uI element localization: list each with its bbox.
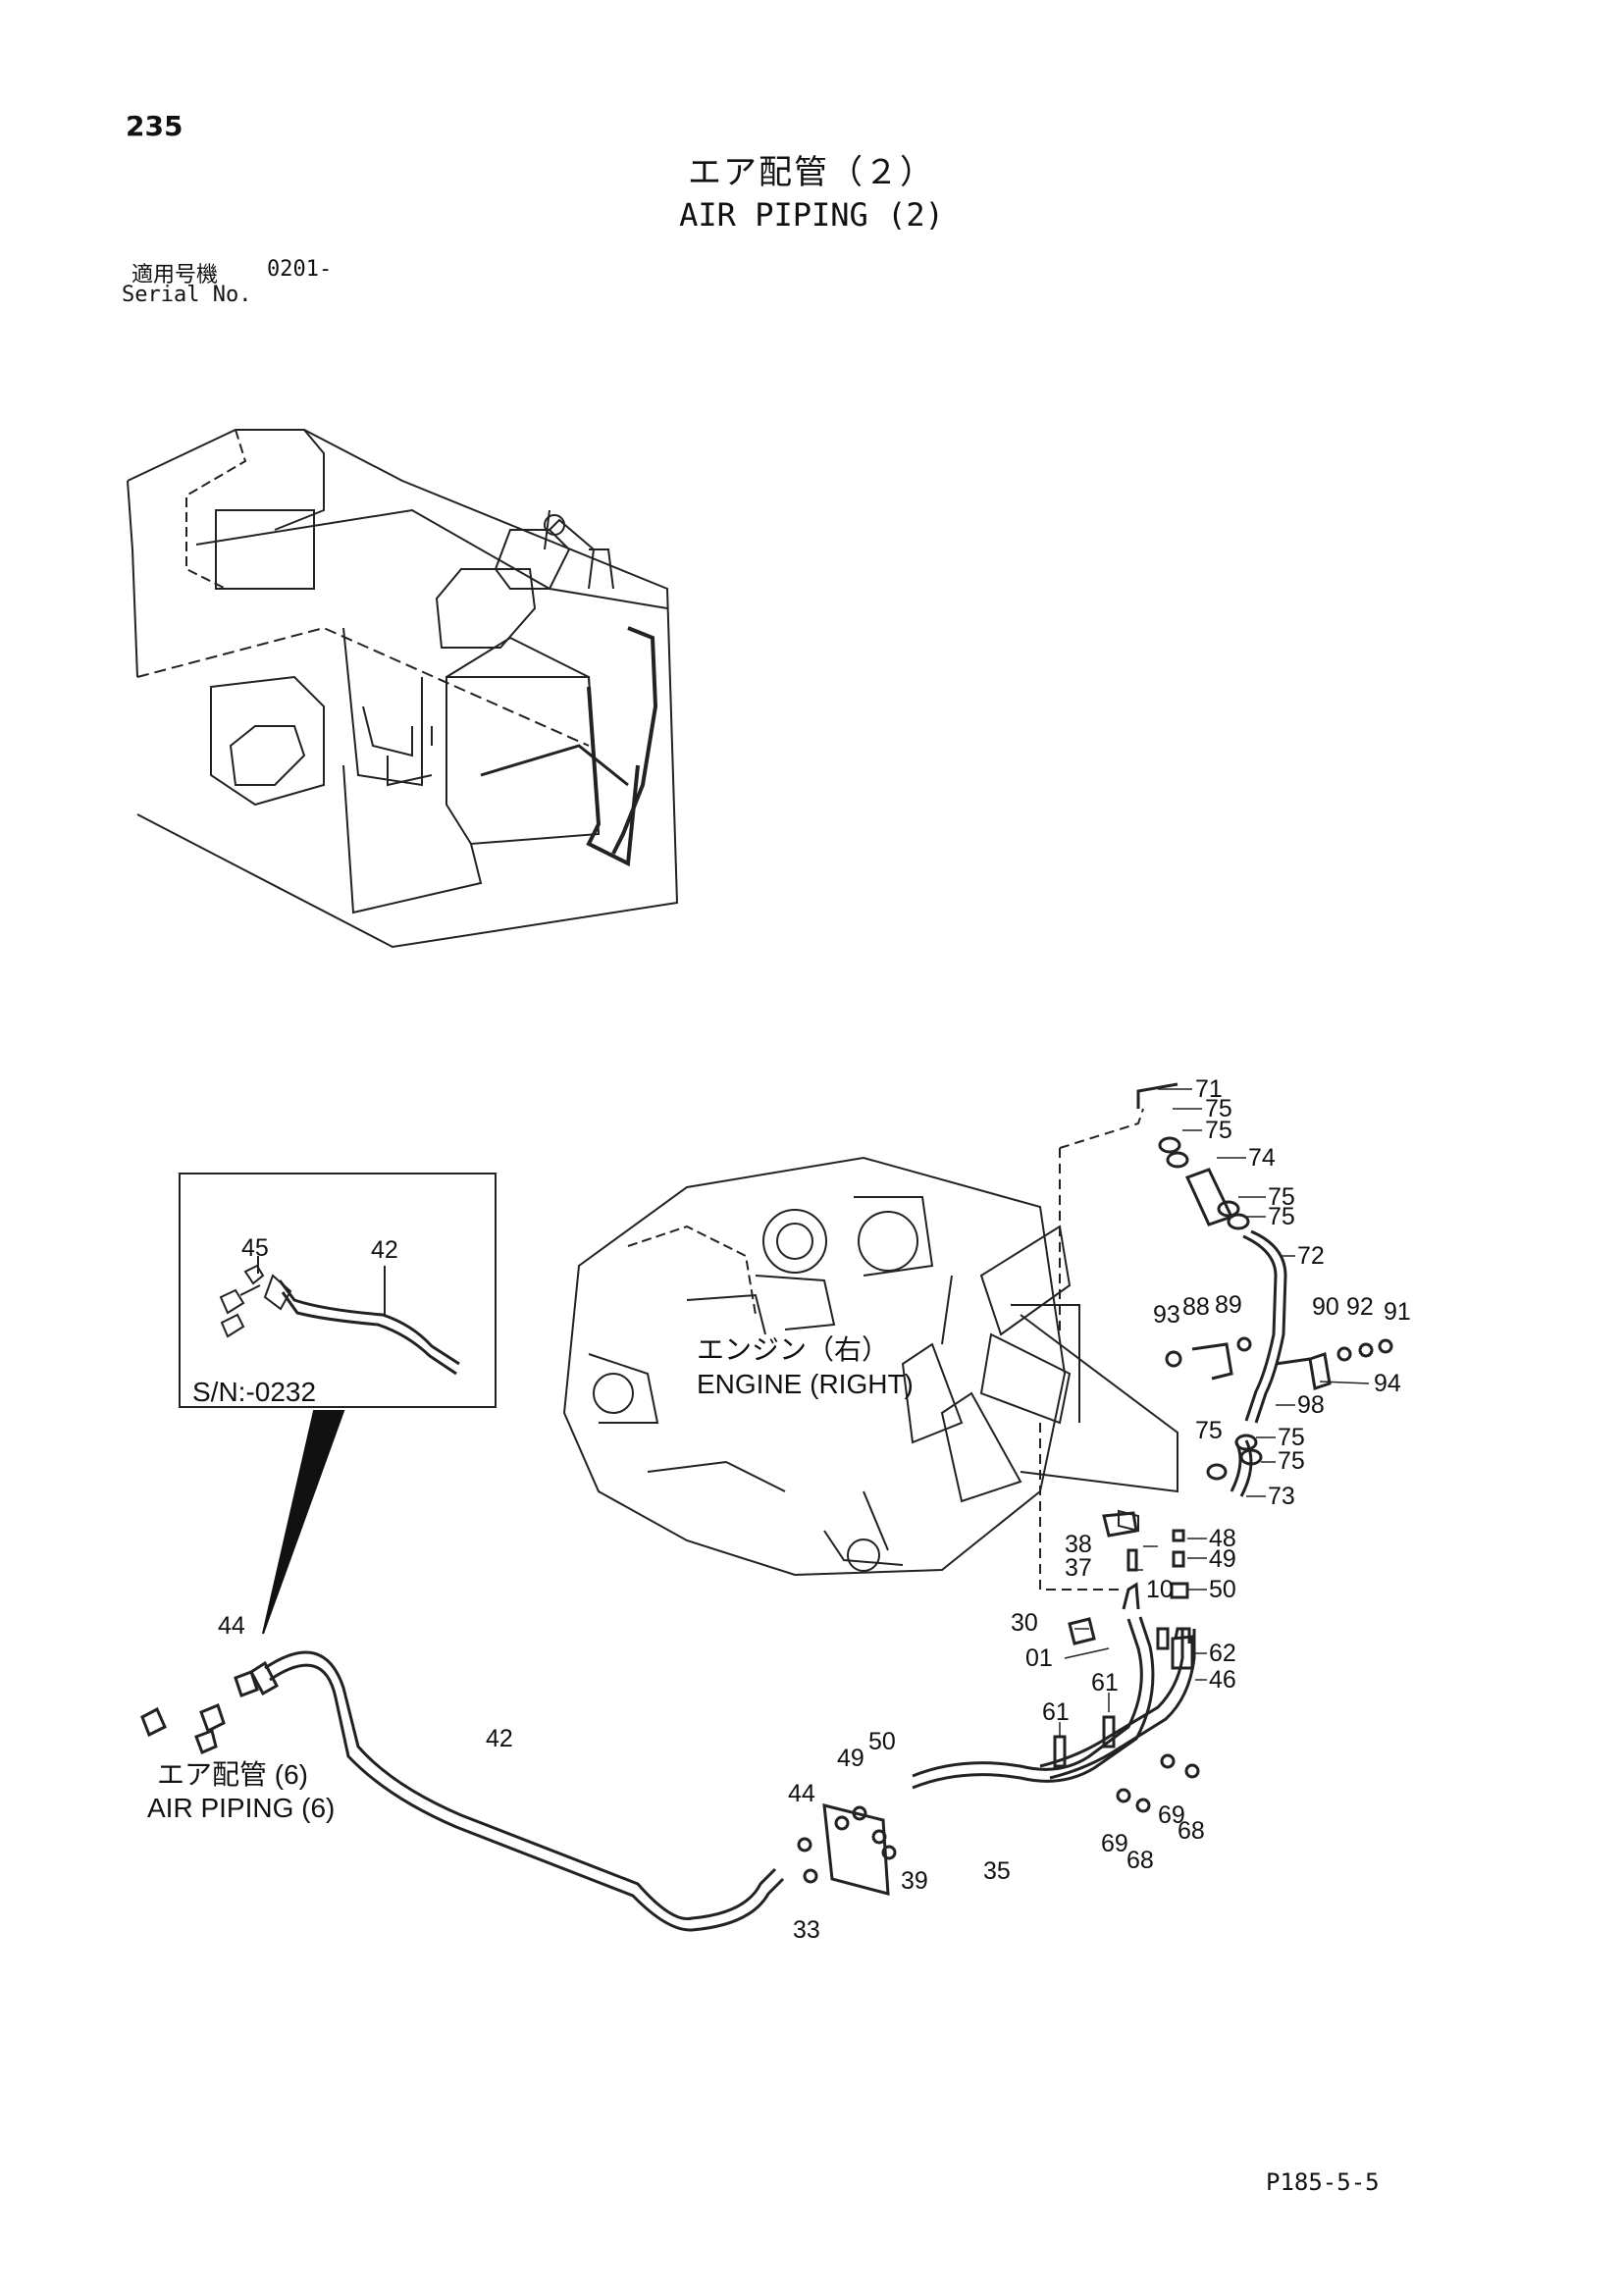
callout-39: 39: [901, 1867, 928, 1895]
callout-49: 49: [1209, 1545, 1236, 1573]
callout-69: 69: [1158, 1801, 1185, 1829]
callout-61: 61: [1042, 1698, 1070, 1726]
callout-88: 88: [1182, 1293, 1210, 1321]
callout-35: 35: [983, 1857, 1011, 1885]
callout-72: 72: [1297, 1242, 1325, 1270]
callout-69: 69: [1101, 1830, 1128, 1857]
page-number: 235: [126, 110, 183, 142]
callout-90: 90: [1312, 1293, 1339, 1321]
leader-lines: [1059, 1088, 1370, 1737]
callout-numbers: 71 75 75 74 75 75 72 93 88 89 90 92 91 9…: [218, 1075, 1411, 1944]
serial-range: 0201-: [267, 257, 333, 282]
title-english: AIR PIPING (2): [679, 196, 944, 234]
engine-label-english: ENGINE (RIGHT): [697, 1369, 914, 1399]
callout-75: 75: [1268, 1183, 1295, 1211]
callout-75: 75: [1268, 1203, 1295, 1230]
ref-label-english: AIR PIPING (6): [147, 1793, 335, 1823]
callout-75: 75: [1278, 1424, 1305, 1451]
callout-33: 33: [793, 1916, 820, 1944]
callout-94: 94: [1374, 1370, 1401, 1397]
callout-50: 50: [868, 1728, 896, 1755]
inset-callout-45: 45: [241, 1234, 269, 1262]
callout-98: 98: [1297, 1391, 1325, 1419]
inset-pointer: [262, 1410, 345, 1635]
callout-62: 62: [1209, 1640, 1236, 1667]
callout-91: 91: [1384, 1298, 1411, 1326]
callout-44: 44: [788, 1780, 815, 1807]
inset-detail-box: [179, 1173, 497, 1408]
callout-10: 10: [1146, 1576, 1174, 1603]
serial-label-english: Serial No.: [122, 283, 252, 307]
callout-68: 68: [1178, 1817, 1205, 1845]
page-code: P185-5-5: [1266, 2168, 1380, 2196]
callout-49: 49: [837, 1745, 864, 1772]
callout-75: 75: [1278, 1447, 1305, 1475]
callout-93: 93: [1153, 1301, 1180, 1329]
callout-68: 68: [1126, 1847, 1154, 1874]
callout-75: 75: [1195, 1417, 1223, 1444]
callout-74: 74: [1248, 1144, 1276, 1172]
callout-37: 37: [1065, 1554, 1092, 1582]
engine-drawing: [562, 1108, 1178, 1591]
callout-30: 30: [1011, 1609, 1038, 1637]
callout-42: 42: [486, 1725, 513, 1752]
callout-75: 75: [1205, 1117, 1232, 1144]
inset-callout-42: 42: [371, 1236, 398, 1264]
callout-01: 01: [1025, 1644, 1053, 1672]
callout-50: 50: [1209, 1576, 1236, 1603]
engine-label-japanese: エンジン（右）: [697, 1334, 889, 1365]
title-japanese: エア配管（２）: [688, 153, 935, 192]
callout-44: 44: [218, 1612, 245, 1640]
machine-overview-drawing: [127, 429, 679, 949]
serial-label-japanese: 適用号機: [131, 263, 219, 287]
air-pipe-routing: [140, 1082, 1393, 1932]
callout-48: 48: [1209, 1525, 1236, 1552]
inset-labels: 45 42 S/N:-0232: [192, 1234, 398, 1407]
callout-92: 92: [1346, 1293, 1374, 1321]
callout-71: 71: [1195, 1075, 1223, 1103]
inset-serial-note: S/N:-0232: [192, 1377, 316, 1407]
callout-61: 61: [1091, 1669, 1119, 1696]
callout-73: 73: [1268, 1483, 1295, 1510]
callout-38: 38: [1065, 1531, 1092, 1558]
callout-89: 89: [1215, 1291, 1242, 1319]
ref-label-japanese: エア配管 (6): [157, 1759, 308, 1790]
callout-75: 75: [1205, 1095, 1232, 1122]
callout-46: 46: [1209, 1666, 1236, 1694]
